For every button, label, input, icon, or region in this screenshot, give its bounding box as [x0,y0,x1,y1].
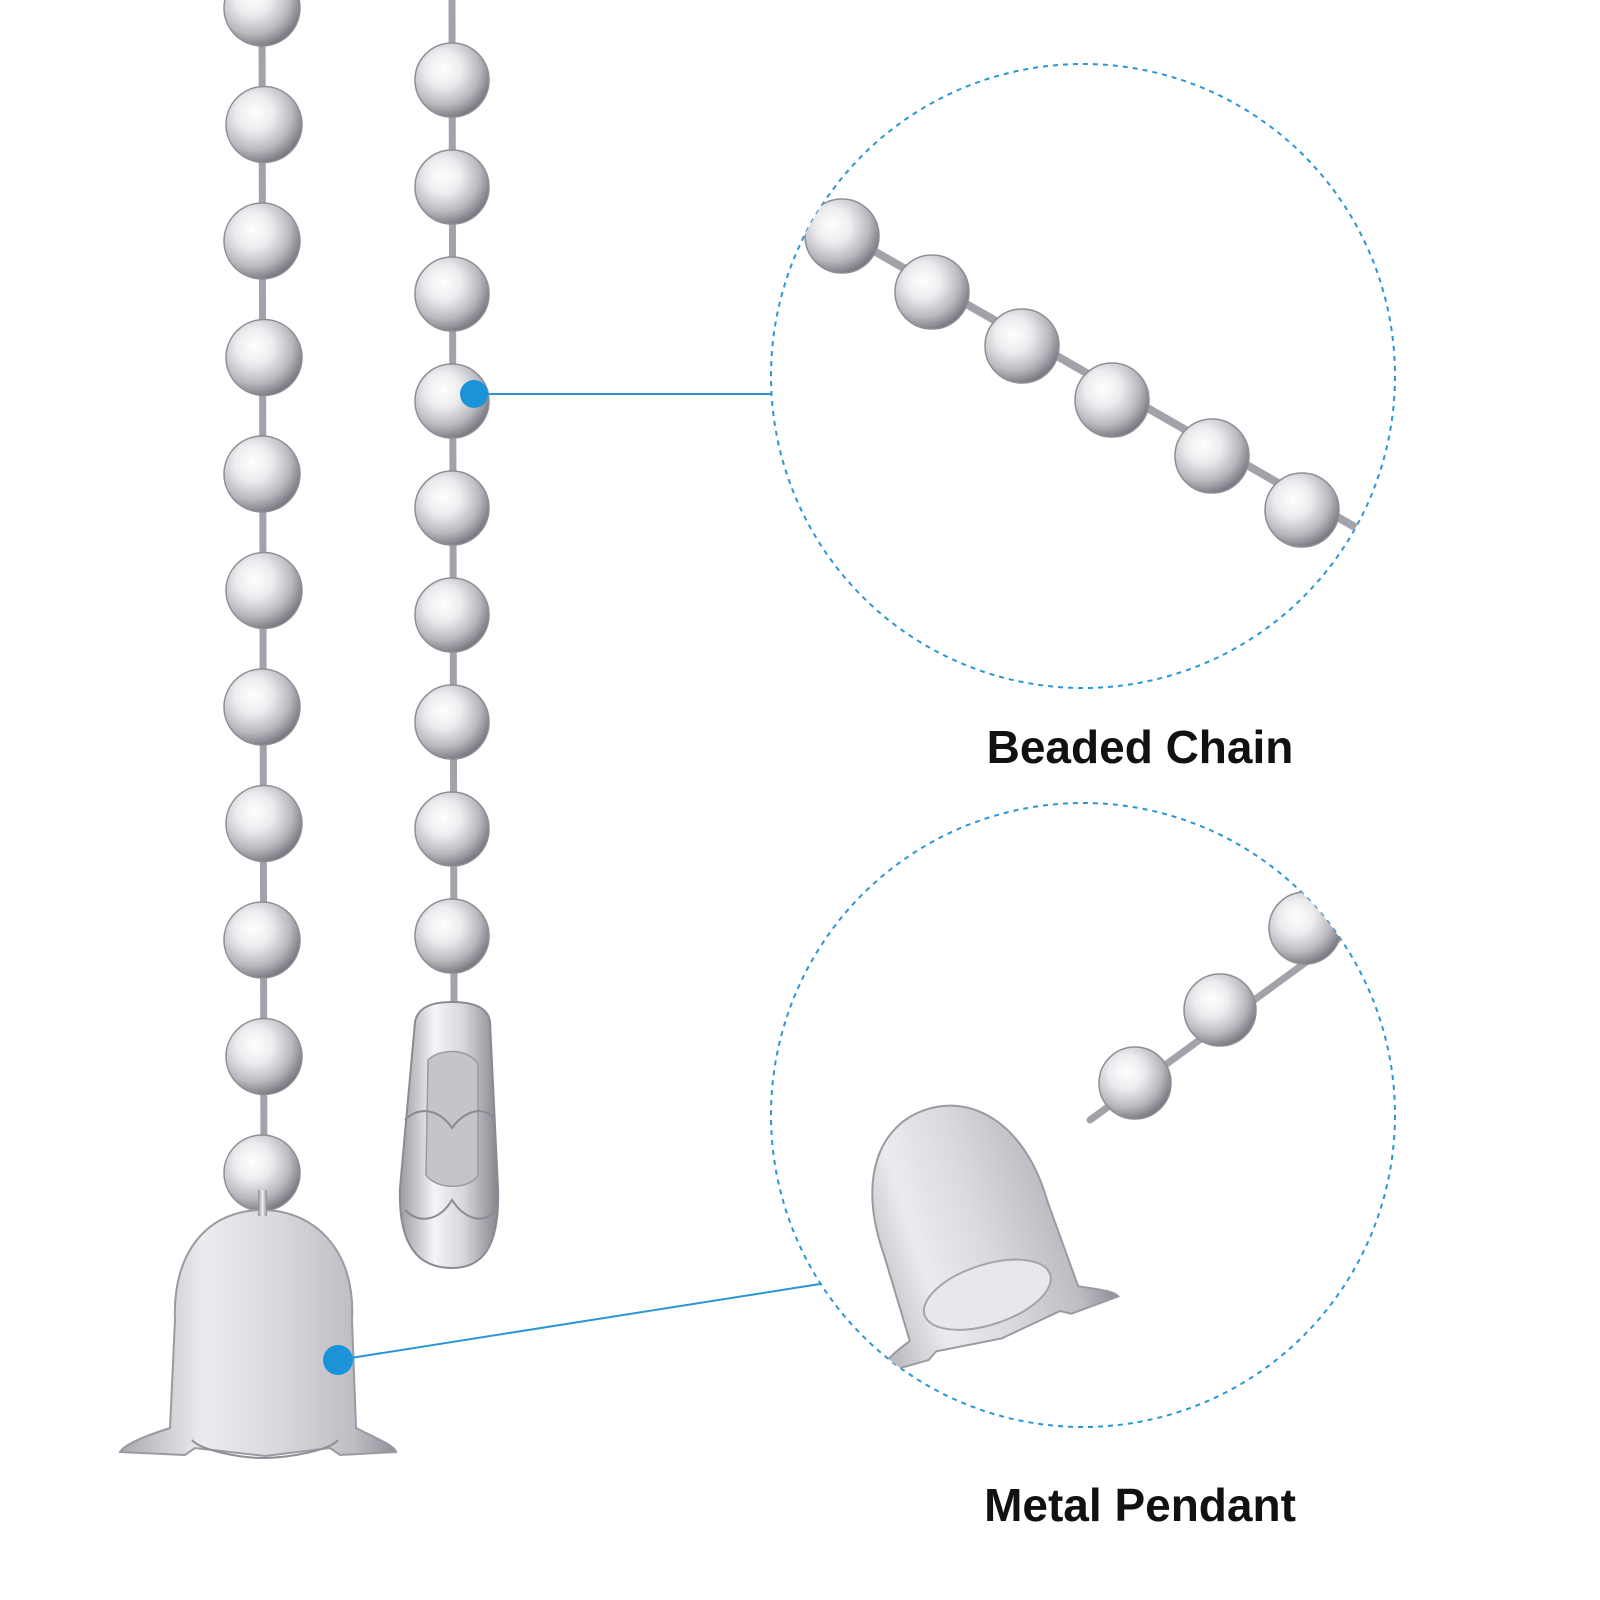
chain-bead [414,577,490,653]
chain-bead [223,435,301,513]
chain-bead [225,1017,303,1096]
metal-pendant-label: Metal Pendant [984,1479,1296,1531]
chain-bead [223,901,301,979]
pendant-anchor-dot [323,1345,353,1375]
chain-bead [804,198,880,274]
chain-bead [414,42,490,118]
chain-connector-clasp [398,1000,500,1270]
chain-bead [414,898,490,974]
chain-bead [225,551,303,630]
chain-anchor-dot [460,380,488,408]
chain-bead [223,668,301,746]
chain-bead [414,791,490,867]
chain-bead [984,308,1060,384]
chain-bead [414,684,490,760]
bell-pendant [118,1190,398,1460]
chain-bead [223,202,301,280]
chain-bead [1183,973,1257,1047]
chain-bead [414,256,490,332]
chain-bead [1264,472,1340,548]
chain-leader-line [460,380,771,408]
chain-bead [225,784,303,863]
chain-bead [223,0,301,47]
pendant-leader-line [323,1283,821,1375]
chain-bead [414,149,490,225]
chain-bead [414,470,490,546]
chain-bead [894,254,970,330]
chain-bead [1174,418,1250,494]
pendant-closeup-callout [770,802,1396,1428]
beaded-chain-label: Beaded Chain [986,721,1294,773]
chain-closeup-beads [804,198,1364,548]
left-chain [223,0,303,1219]
right-chain [414,0,490,1009]
chain-bead [225,85,303,164]
chain-bead [1268,891,1342,965]
chain-bead [1098,1046,1172,1120]
chain-bead [225,318,303,397]
chain-bead [1074,362,1150,438]
chain-closeup-callout [770,63,1396,689]
